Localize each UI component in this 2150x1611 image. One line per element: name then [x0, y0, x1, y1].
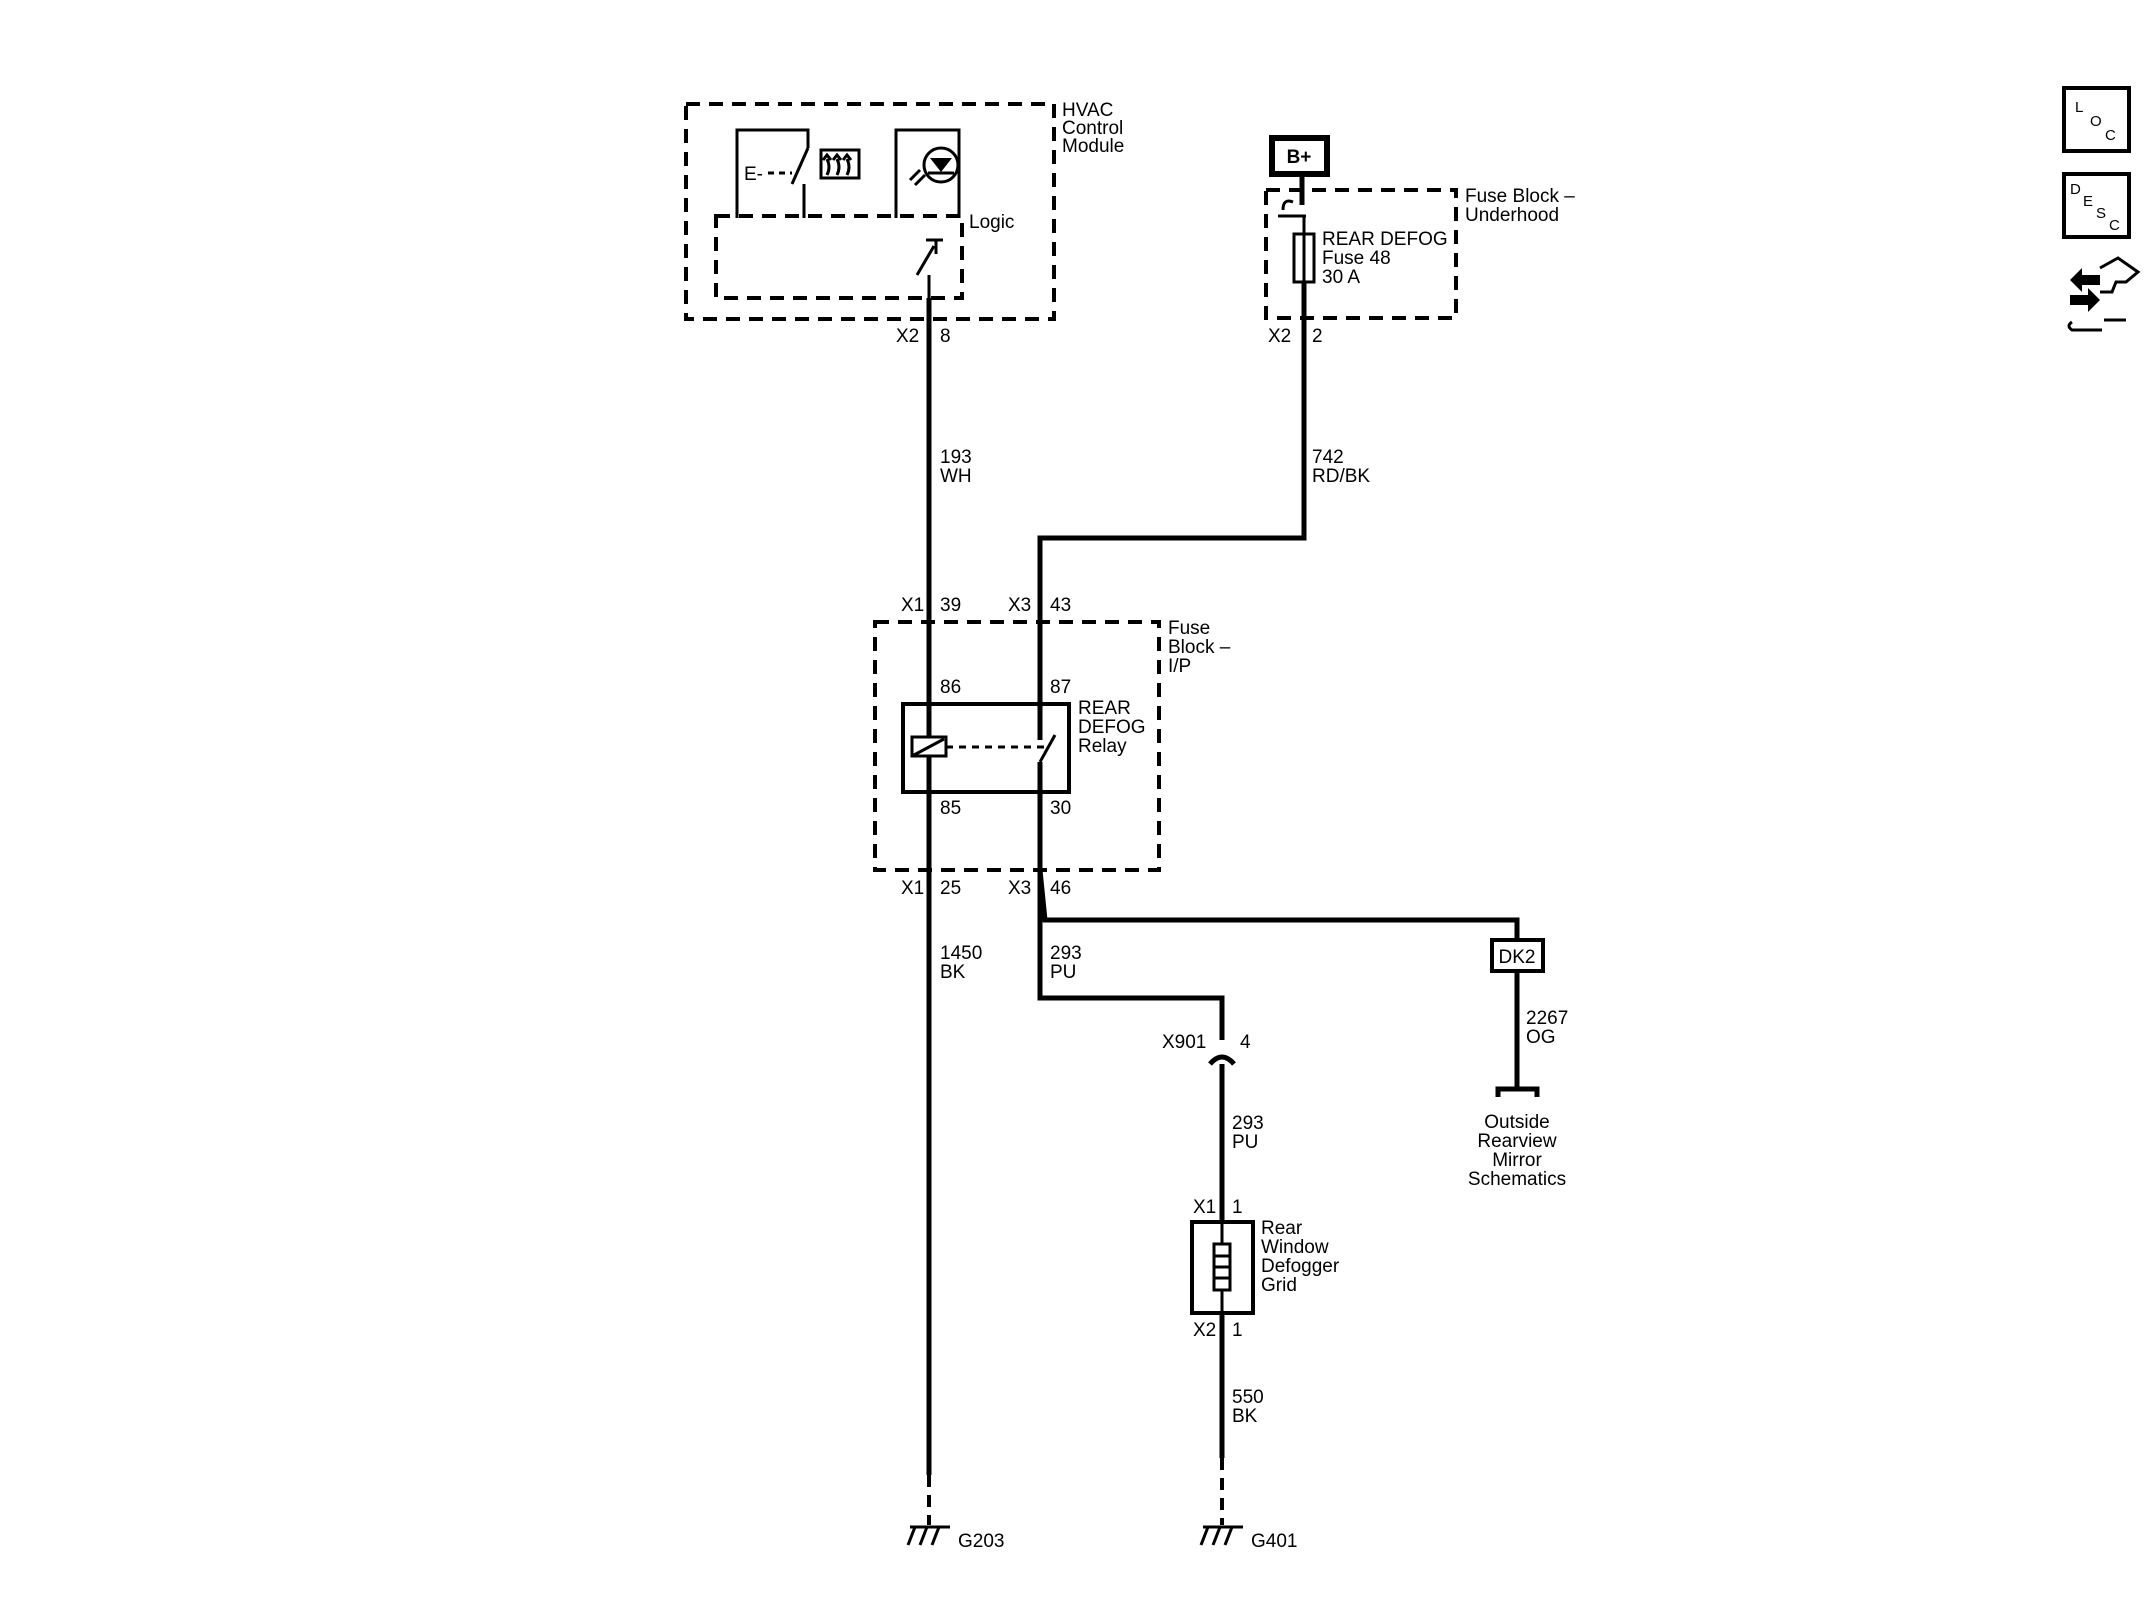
wire-193-number: 193 [940, 447, 972, 468]
relay-label-line3: Relay [1078, 736, 1127, 757]
relay-pin-86: 86 [940, 677, 961, 698]
ip-title-line3: I/P [1168, 656, 1191, 677]
mirror-line3: Mirror [1492, 1150, 1542, 1171]
underhood-connector-label: X2 [1268, 326, 1291, 347]
fuse-line1: REAR DEFOG [1322, 229, 1448, 250]
desc-letter-d: D [2070, 181, 2081, 198]
grid-pin-top: 1 [1232, 1197, 1243, 1218]
outside-mirror-reference: Outside Rearview Mirror Schematics [1468, 1086, 1566, 1190]
wire-293-branch [1037, 869, 1520, 940]
inline-connector-x901 [1208, 1054, 1236, 1076]
ground-g401-icon [1199, 1525, 1243, 1546]
ip-top-right-connector: X3 [1008, 595, 1031, 616]
connector-repair-icon[interactable] [2067, 256, 2141, 332]
grid-line3: Defogger [1261, 1256, 1340, 1277]
hvac-title-line1: HVAC [1062, 100, 1113, 121]
logic-label: Logic [969, 212, 1014, 233]
relay-label-line2: DEFOG [1078, 717, 1146, 738]
wire-193-color: WH [940, 466, 972, 487]
mirror-line4: Schematics [1468, 1169, 1566, 1190]
ground-g203-icon [906, 1525, 950, 1546]
wire-1450-number: 1450 [940, 943, 982, 964]
grid-pin-bottom: 1 [1232, 1320, 1243, 1341]
ip-top-left-connector: X1 [901, 595, 924, 616]
wire-293a-color: PU [1050, 962, 1076, 983]
wire-293-upper [1037, 792, 1225, 1040]
hvac-pin-label: 8 [940, 326, 951, 347]
wire-2267-number: 2267 [1526, 1008, 1568, 1029]
relay-pin-87: 87 [1050, 677, 1071, 698]
grid-line4: Grid [1261, 1275, 1297, 1296]
mirror-line2: Rearview [1477, 1131, 1556, 1152]
relay-pin-85: 85 [940, 798, 961, 819]
wire-742-color: RD/BK [1312, 466, 1370, 487]
ip-title-line1: Fuse [1168, 618, 1210, 639]
loc-letter-c: C [2105, 127, 2116, 144]
desc-letter-c: C [2109, 217, 2120, 234]
ip-top-right-pin: 43 [1050, 595, 1071, 616]
rear-window-defogger-grid [1190, 1220, 1255, 1315]
relay-pin-30: 30 [1050, 798, 1071, 819]
hvac-connector-label: X2 [896, 326, 919, 347]
mirror-line1: Outside [1484, 1112, 1549, 1133]
dk2-label: DK2 [1499, 947, 1536, 968]
ip-bottom-left-pin: 25 [940, 878, 961, 899]
grid-line2: Window [1261, 1237, 1329, 1258]
ip-title-line2: Block – [1168, 637, 1231, 658]
ground-g203-label: G203 [958, 1531, 1004, 1552]
wire-293b-number: 293 [1232, 1113, 1264, 1134]
loc-letter-l: L [2075, 99, 2083, 116]
ip-bottom-right-connector: X3 [1008, 878, 1031, 899]
hvac-control-module: E- Logic HVAC Control Module [684, 100, 1124, 321]
x901-label: X901 [1162, 1032, 1206, 1053]
dk2-splice: DK2 [1490, 938, 1545, 973]
fuse-48-icon [1292, 216, 1316, 284]
hvac-switch-glyph: E- [744, 164, 763, 185]
indicator-led-icon [908, 146, 960, 187]
relay-label-line1: REAR [1078, 698, 1131, 719]
underhood-title-line1: Fuse Block – [1465, 186, 1575, 207]
x901-pin: 4 [1240, 1032, 1251, 1053]
desc-letter-s: S [2096, 205, 2106, 222]
loc-letter-o: O [2090, 113, 2102, 130]
wire-550-number: 550 [1232, 1387, 1264, 1408]
ip-bottom-left-connector: X1 [901, 878, 924, 899]
grid-connector-top: X1 [1193, 1197, 1216, 1218]
description-button[interactable]: D E S C [2062, 172, 2131, 239]
wire-550-color: BK [1232, 1406, 1258, 1427]
grid-connector-bottom: X2 [1193, 1320, 1216, 1341]
wire-1450-color: BK [940, 962, 966, 983]
wire-742-number: 742 [1312, 447, 1344, 468]
wire-293b-color: PU [1232, 1132, 1258, 1153]
rear-defog-relay [901, 702, 1071, 794]
rear-defog-symbol-icon [819, 148, 861, 180]
desc-letter-e: E [2083, 193, 2093, 210]
underhood-pin-label: 2 [1312, 326, 1323, 347]
underhood-title-line2: Underhood [1465, 205, 1559, 226]
wire-293a-number: 293 [1050, 943, 1082, 964]
battery-positive: B+ [1269, 135, 1330, 177]
hvac-title-line3: Module [1062, 136, 1124, 157]
ground-g401-label: G401 [1251, 1531, 1297, 1552]
wire-2267-color: OG [1526, 1027, 1556, 1048]
fuse-block-ip: Fuse Block – I/P [873, 618, 1231, 872]
fuse-line3: 30 A [1322, 267, 1360, 288]
location-button[interactable]: L O C [2062, 86, 2131, 153]
ip-bottom-right-pin: 46 [1050, 878, 1071, 899]
fuse-line2: Fuse 48 [1322, 248, 1391, 269]
battery-label: B+ [1287, 147, 1312, 168]
relay-coil-icon [910, 735, 948, 758]
hvac-title-line2: Control [1062, 118, 1123, 139]
grid-line1: Rear [1261, 1218, 1303, 1239]
fuse-block-underhood: REAR DEFOG Fuse 48 30 A Fuse Block – Und… [1264, 174, 1575, 320]
ip-top-left-pin: 39 [940, 595, 961, 616]
